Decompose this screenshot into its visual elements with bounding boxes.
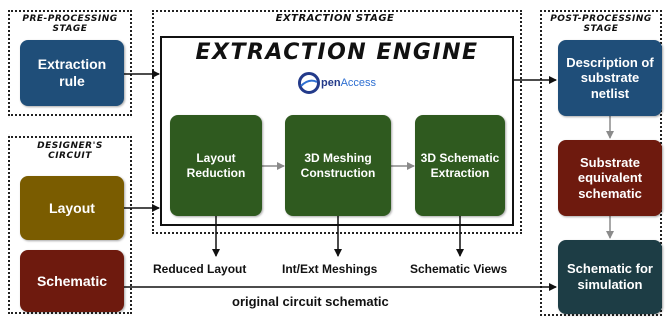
openaccess-logo-text: penAccess <box>321 77 377 89</box>
meshings-label: Int/Ext Meshings <box>282 262 378 276</box>
layout-reduction-node: Layout Reduction <box>170 115 262 216</box>
layout-node: Layout <box>20 176 124 240</box>
substrate-netlist-node: Description of substrate netlist <box>558 40 662 116</box>
schematic-simulation-node: Schematic for simulation <box>558 240 662 314</box>
schematic-node: Schematic <box>20 250 124 312</box>
extraction-stage <box>152 10 522 234</box>
post-processing-stage-label: Post-processing stage <box>550 14 652 34</box>
pre-processing-stage <box>8 10 132 116</box>
extraction-engine-title: Extraction Engine <box>195 40 479 65</box>
pre-processing-stage-label: Pre-processing stage <box>22 14 118 34</box>
openaccess-logo: penAccess <box>298 72 376 94</box>
schematic-views-label: Schematic Views <box>410 262 508 276</box>
original-schematic-label: original circuit schematic <box>232 294 389 309</box>
designer-circuit-stage-label: Designer's circuit <box>37 141 103 161</box>
3d-schematic-extraction-node: 3D Schematic Extraction <box>415 115 505 216</box>
3d-meshing-node: 3D Meshing Construction <box>285 115 391 216</box>
substrate-equivalent-node: Substrate equivalent schematic <box>558 140 662 216</box>
extraction-stage-label: Extraction stage <box>275 13 395 24</box>
designer-circuit-stage <box>8 136 132 314</box>
extraction-rule-node: Extraction rule <box>20 40 124 106</box>
openaccess-logo-icon <box>298 72 320 94</box>
reduced-layout-label: Reduced Layout <box>153 262 247 276</box>
